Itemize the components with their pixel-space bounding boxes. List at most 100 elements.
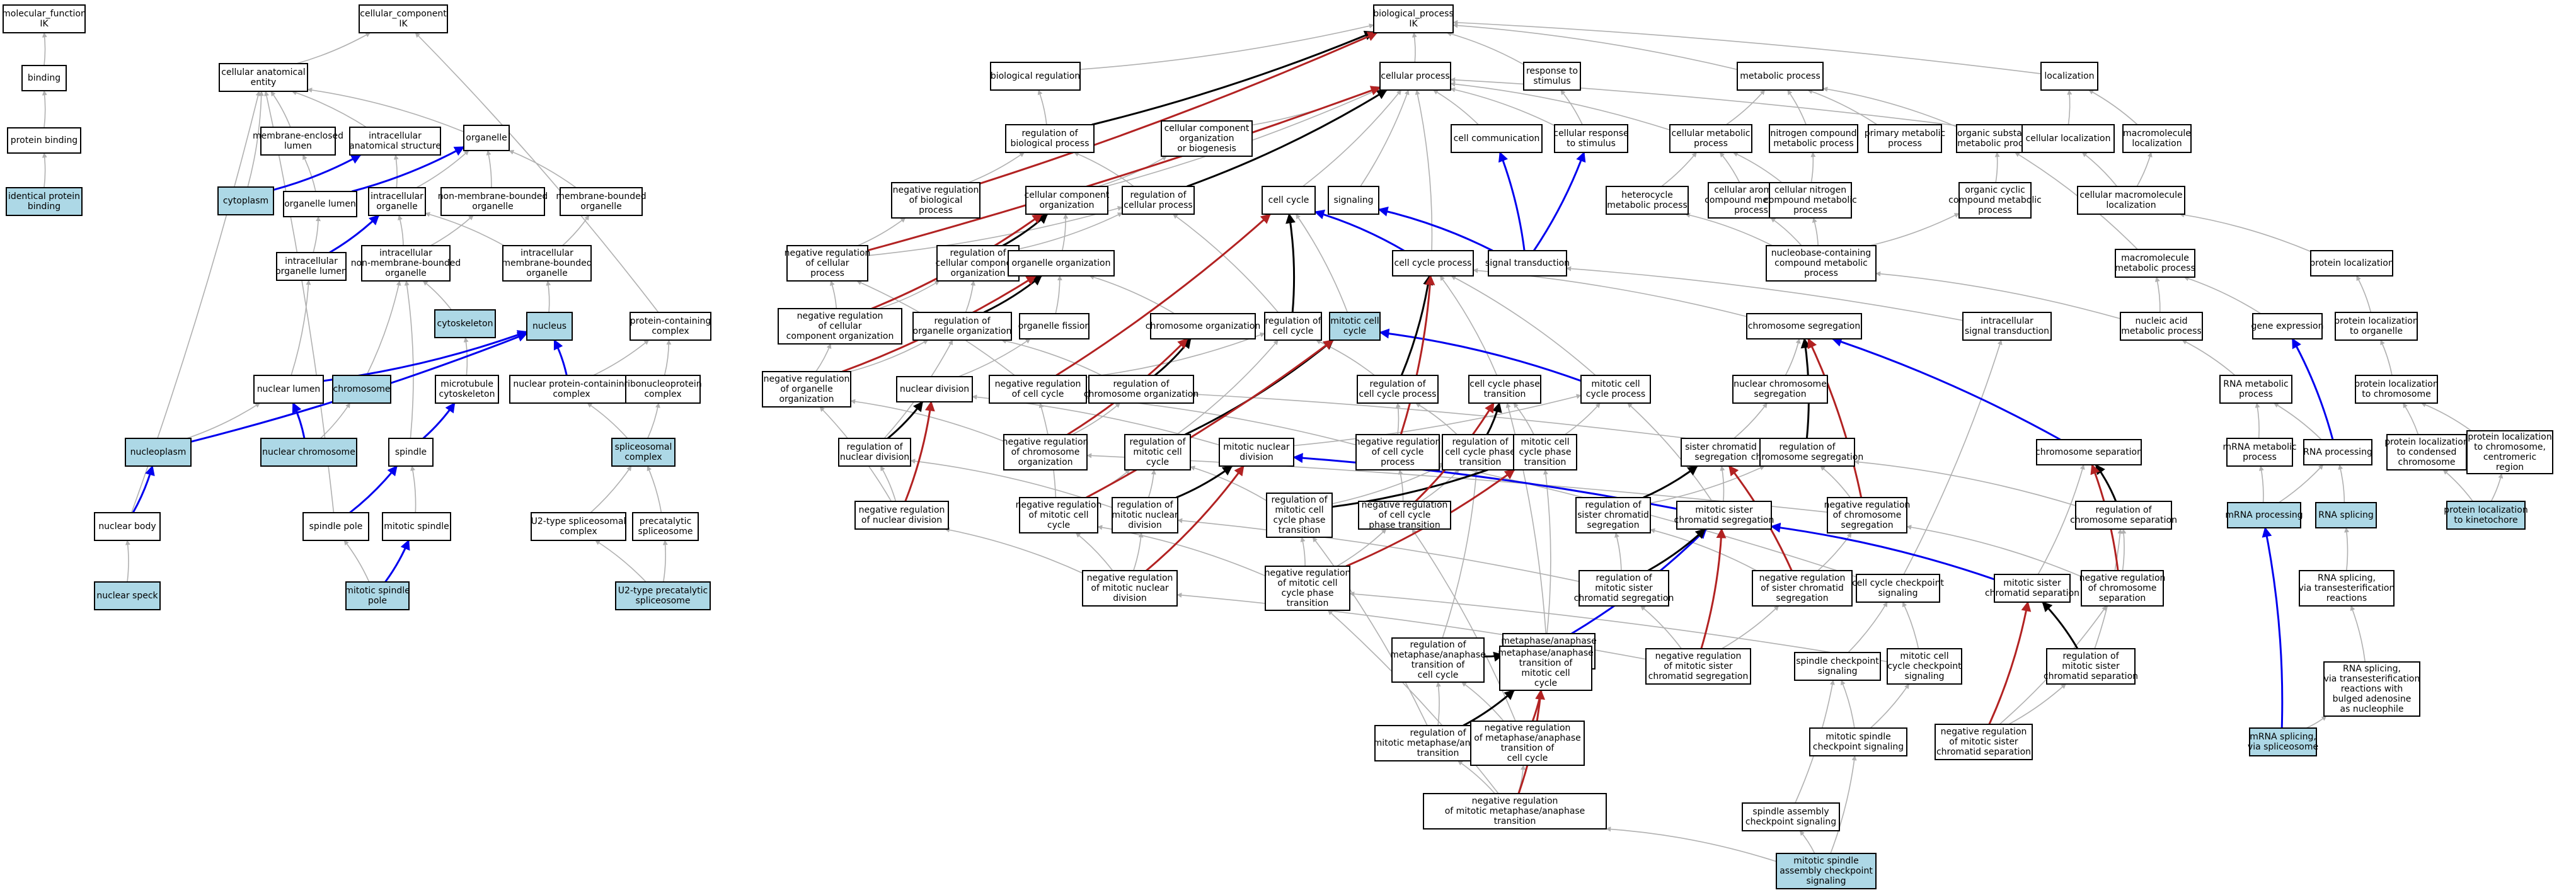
term-node[interactable]: nuclear chromosome (260, 438, 357, 467)
term-node[interactable]: signaling (1328, 186, 1379, 215)
term-node[interactable]: chromosome segregation (1746, 313, 1862, 339)
term-node[interactable]: RNA splicing,via transesterificationreac… (2323, 661, 2420, 717)
term-node[interactable]: nuclear speck (94, 581, 161, 610)
term-node[interactable]: cytoskeleton (434, 309, 496, 338)
term-node[interactable]: localization (2040, 62, 2098, 91)
term-node[interactable]: nuclear body (94, 512, 161, 541)
term-node[interactable]: nuclear division (896, 376, 973, 402)
term-node[interactable]: organelle organization (1008, 250, 1115, 276)
term-node[interactable]: gene expression (2251, 313, 2324, 339)
term-node[interactable]: cellular process (1379, 62, 1451, 91)
term-node[interactable]: protein localization (2309, 250, 2394, 276)
term-node[interactable]: nucleoplasm (125, 438, 192, 467)
term-node[interactable]: organelle (463, 125, 510, 151)
term-node[interactable]: cytoplasm (217, 186, 274, 215)
term-node[interactable]: chromosome organization (1146, 313, 1260, 339)
term-node[interactable]: binding (21, 65, 67, 91)
term-node[interactable]: mitotic spindle (382, 512, 451, 541)
term-node[interactable]: cell cycle (1262, 186, 1316, 215)
term-node[interactable]: organelle lumen (283, 191, 357, 217)
term-node[interactable]: RNA splicing (2315, 502, 2377, 528)
term-node[interactable]: nucleus (526, 312, 573, 341)
term-node[interactable]: spindle (388, 438, 434, 467)
term-node[interactable]: nuclear lumen (253, 375, 324, 404)
term-node[interactable]: intracellularnon-membrane-boundedorganel… (351, 245, 461, 282)
term-node[interactable]: protein binding (7, 127, 81, 154)
term-node[interactable]: metabolic process (1737, 62, 1824, 91)
term-node[interactable]: mRNA processing (2225, 502, 2303, 528)
term-node[interactable]: cellular localization (2021, 124, 2115, 153)
term-node[interactable]: biological regulation (990, 62, 1081, 91)
